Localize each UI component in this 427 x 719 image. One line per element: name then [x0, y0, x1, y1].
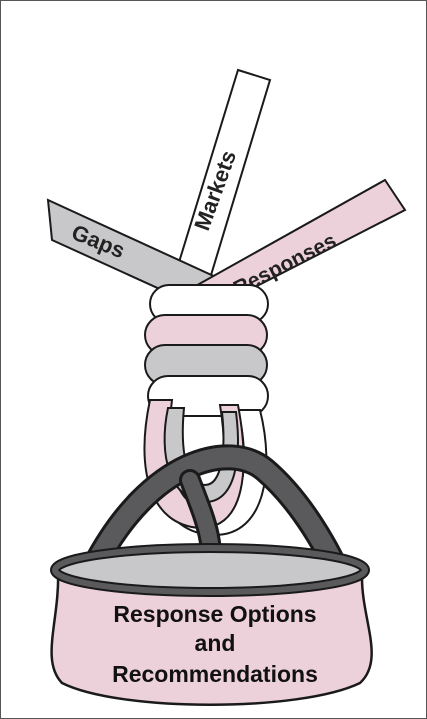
knot-coils [145, 285, 268, 416]
pot-label-line-2: and [195, 630, 236, 656]
pot-label-line-3: Recommendations [112, 661, 318, 687]
pot-label-line-1: Response Options [113, 601, 316, 627]
